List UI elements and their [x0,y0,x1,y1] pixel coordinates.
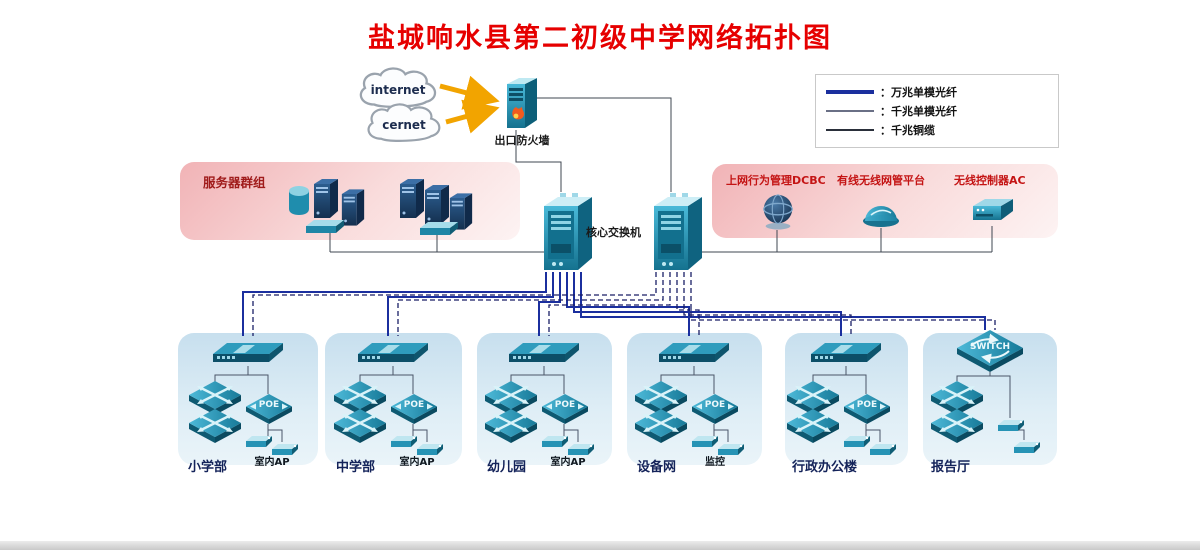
indoor-ap-label: 室内AP [550,457,586,468]
legend-line-10g-fiber [826,90,874,94]
firewall-icon [505,74,539,132]
group-label-lecture-hall: 报告厅 [931,460,971,475]
behavior-mgmt-icon [760,192,796,230]
server-tower-icon [398,176,426,220]
surveillance-label: 监控 [705,457,725,468]
group-label-middle-school: 中学部 [336,460,376,475]
poe-label: POE [856,400,878,410]
legend-label-1g-fiber: ：千兆单模光纤 [880,105,957,118]
nms-platform-icon [859,197,903,229]
rack-switch-icon [418,218,460,238]
legend-row-copper: ：千兆铜缆 [826,122,1048,138]
group-label-device-net: 设备网 [637,460,677,475]
core-switch-icon [650,192,706,278]
l2-switch-icon [334,406,386,446]
access-switch-icon [211,338,285,370]
poe-label: POE [258,400,280,410]
firewall-label: 出口防火墙 [494,134,550,147]
access-switch-icon [507,338,581,370]
nms-platform-label: 有线无线网管平台 [837,174,925,187]
l2-switch-icon [485,406,537,446]
wireless-controller-label: 无线控制器AC [954,174,1026,187]
group-label-admin-building: 行政办公楼 [792,460,858,475]
ap-icon [996,416,1026,434]
group-label-primary-school: 小学部 [188,460,228,475]
l2-switch-icon [189,406,241,446]
window-bottom-edge [0,541,1200,550]
legend-row-1g-fiber: ：千兆单模光纤 [826,103,1048,119]
indoor-ap-label: 室内AP [254,457,290,468]
legend-label-10g: ：万兆单模光纤 [880,86,957,99]
ap-icon [868,440,898,458]
internet-cloud-label: internet [370,82,426,97]
cernet-cloud-label: cernet [382,117,426,132]
database-icon [287,184,311,216]
access-switch-icon [657,338,731,370]
core-switch-label: 核心交换机 [586,226,641,239]
ap-icon [1012,438,1042,456]
behavior-mgmt-label: 上网行为管理DCBC [726,174,826,187]
legend-label-copper: ：千兆铜缆 [880,124,935,137]
legend-line-1g-fiber [826,110,874,112]
uplink-arrows [439,75,500,134]
group-label-kindergarten: 幼儿园 [487,460,527,475]
poe-label: POE [554,400,576,410]
l2-switch-icon [931,406,983,446]
access-switch-icon [809,338,883,370]
internet-cloud: internet [352,66,444,110]
poe-label: POE [704,400,726,410]
legend-line-copper [826,129,874,131]
server-tower-icon [312,176,340,220]
access-switch-icon [356,338,430,370]
l2-switch-icon [787,406,839,446]
cernet-cloud: cernet [356,102,452,144]
rack-switch-icon [304,216,346,236]
poe-label: POE [403,400,425,410]
indoor-ap-label: 室内AP [399,457,435,468]
switch-label: SWITCH [969,342,1011,352]
legend-row-10g: ：万兆单模光纤 [826,84,1048,100]
wireless-controller-icon [971,194,1015,226]
legend-box: ：万兆单模光纤 ：千兆单模光纤 ：千兆铜缆 [815,74,1059,148]
server-group-label: 服务器群组 [203,175,266,190]
l2-switch-icon [635,406,687,446]
page-title: 盐城响水县第二初级中学网络拓扑图 [368,23,832,54]
